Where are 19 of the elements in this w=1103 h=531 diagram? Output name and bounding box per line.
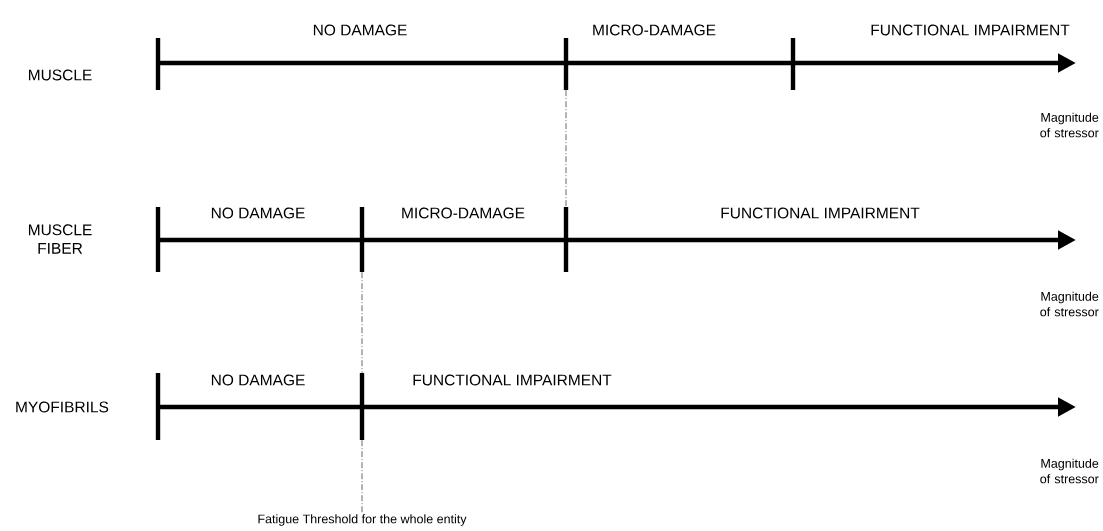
row-label: MUSCLE <box>29 69 92 81</box>
segment-label: NO DAMAGE <box>313 24 407 36</box>
threshold-label: Fatigue Threshold for the whole entity <box>258 514 467 526</box>
dash-dot-line <box>565 89 567 208</box>
axis-label: Magnitude of stressor <box>1040 112 1099 138</box>
axis-label: Magnitude of stressor <box>1040 458 1099 484</box>
dash-dot-line <box>361 271 363 374</box>
segment-label: FUNCTIONAL IMPAIRMENT <box>871 24 1070 36</box>
dash-dot-line <box>361 439 363 514</box>
tick-mark <box>563 207 569 272</box>
segment-label: FUNCTIONAL IMPAIRMENT <box>721 207 920 219</box>
segment-label: FUNCTIONAL IMPAIRMENT <box>413 374 612 386</box>
axis-label: Magnitude of stressor <box>1040 291 1099 317</box>
segment-label: MICRO-DAMAGE <box>402 207 525 219</box>
tick-mark <box>359 207 365 272</box>
tick-mark <box>359 373 365 440</box>
tick-mark <box>563 38 569 90</box>
row-label: MYOFIBRILS <box>16 401 109 413</box>
row-label: MUSCLE FIBER <box>29 224 92 254</box>
